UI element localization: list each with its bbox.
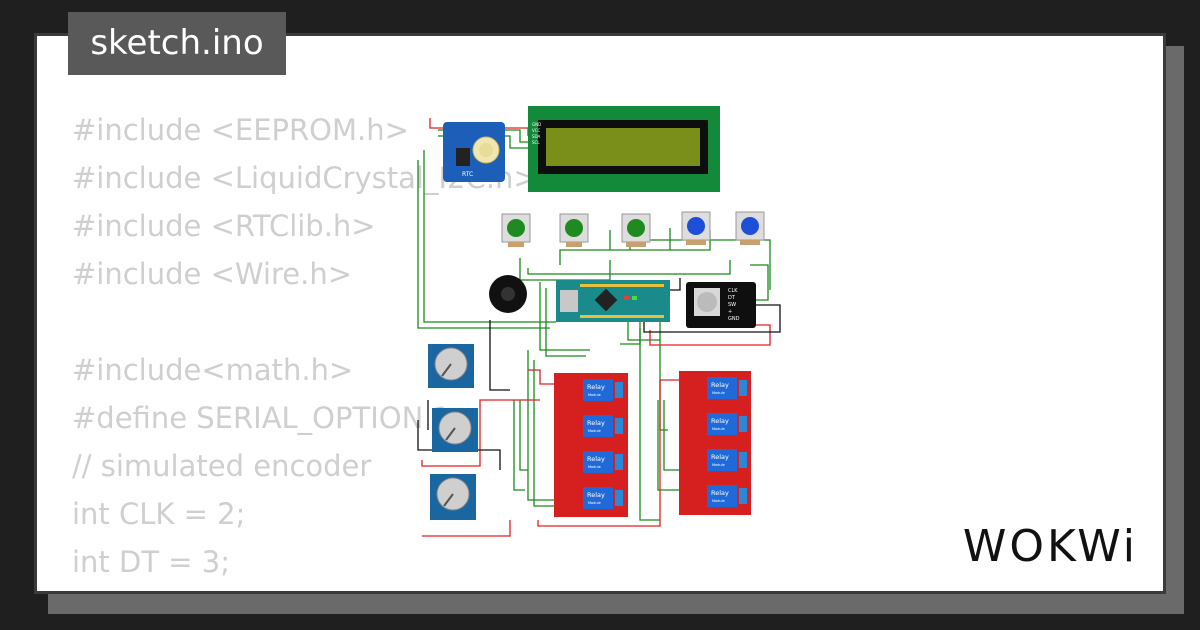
code-line: #include<math.h> bbox=[72, 353, 354, 387]
relay-label: Relay bbox=[711, 489, 729, 497]
button-cap bbox=[627, 219, 645, 237]
rtc-label: RTC bbox=[462, 171, 473, 178]
relay-module: Relay Module bbox=[554, 445, 628, 481]
lcd-display: GND VCC SDA SCL bbox=[528, 106, 720, 192]
relay-module: Relay Module bbox=[679, 371, 751, 407]
relay-label: Relay bbox=[587, 383, 605, 391]
relay-label: Relay bbox=[711, 381, 729, 389]
arduino-nano bbox=[556, 280, 670, 322]
relay-module: Relay Module bbox=[679, 479, 751, 515]
relay-module: Relay Module bbox=[554, 481, 628, 517]
lcd-pin-gnd: GND bbox=[532, 122, 541, 127]
relay-sublabel: Module bbox=[712, 427, 725, 431]
push-button-2 bbox=[559, 213, 589, 247]
push-button-4 bbox=[681, 211, 711, 245]
lcd-pin-sda: SDA bbox=[532, 134, 541, 139]
lcd-pin-vcc: VCC bbox=[532, 128, 541, 133]
buzzer bbox=[489, 275, 527, 313]
push-button-5 bbox=[735, 211, 765, 245]
relay-label: Relay bbox=[587, 455, 605, 463]
relay-label: Relay bbox=[711, 453, 729, 461]
button-cap bbox=[741, 217, 759, 235]
relay-module: Relay Module bbox=[554, 373, 628, 409]
relay-module: Relay Module bbox=[679, 443, 751, 479]
potentiometer-3 bbox=[430, 474, 476, 520]
encoder-pin-sw: SW bbox=[728, 302, 736, 308]
lcd-pin-scl: SCL bbox=[532, 140, 540, 145]
code-line: #include <Wire.h> bbox=[72, 257, 353, 291]
relay-module: Relay Module bbox=[679, 407, 751, 443]
code-line: int CLK = 2; bbox=[72, 497, 246, 531]
code-line: int SW = 4; bbox=[72, 586, 538, 591]
relay-bank-right: Relay Module Relay Module Relay Module R… bbox=[679, 371, 751, 515]
encoder-pin-gnd: GND bbox=[728, 316, 740, 322]
code-line: #include <EEPROM.h> bbox=[72, 113, 409, 147]
circuit-diagram: RTC GND VCC SDA SCL bbox=[417, 106, 781, 537]
code-line: #include <RTClib.h> bbox=[72, 209, 376, 243]
push-button-3 bbox=[621, 213, 651, 247]
code-preview: #include <EEPROM.h>#include <LiquidCryst… bbox=[72, 106, 538, 591]
wokwi-logo: WOKWi bbox=[962, 521, 1138, 572]
rotary-encoder: CLK DT SW + GND bbox=[686, 282, 756, 328]
encoder-pin-plus: + bbox=[728, 309, 732, 315]
relay-bank-left: Relay Module Relay Module Relay Module R… bbox=[554, 373, 628, 517]
sketch-title-tab: sketch.ino bbox=[68, 12, 286, 75]
relay-label: Relay bbox=[587, 491, 605, 499]
encoder-pin-dt: DT bbox=[728, 295, 736, 301]
encoder-pin-clk: CLK bbox=[728, 288, 738, 294]
relay-sublabel: Module bbox=[588, 393, 601, 397]
relay-sublabel: Module bbox=[712, 463, 725, 467]
button-cap bbox=[565, 219, 583, 237]
rtc-module: RTC bbox=[443, 122, 505, 182]
potentiometer-1 bbox=[428, 344, 474, 388]
relay-label: Relay bbox=[587, 419, 605, 427]
potentiometer-2 bbox=[432, 408, 478, 452]
button-cap bbox=[507, 219, 525, 237]
relay-sublabel: Module bbox=[588, 429, 601, 433]
button-cap bbox=[687, 217, 705, 235]
relay-sublabel: Module bbox=[712, 499, 725, 503]
push-buttons bbox=[501, 211, 765, 247]
relay-sublabel: Module bbox=[588, 465, 601, 469]
relay-sublabel: Module bbox=[588, 501, 601, 505]
relay-label: Relay bbox=[711, 417, 729, 425]
relay-sublabel: Module bbox=[712, 391, 725, 395]
relay-module: Relay Module bbox=[554, 409, 628, 445]
code-line: int DT = 3; bbox=[72, 545, 231, 579]
push-button-1 bbox=[501, 213, 531, 247]
code-line: // simulated encoder bbox=[72, 449, 372, 483]
